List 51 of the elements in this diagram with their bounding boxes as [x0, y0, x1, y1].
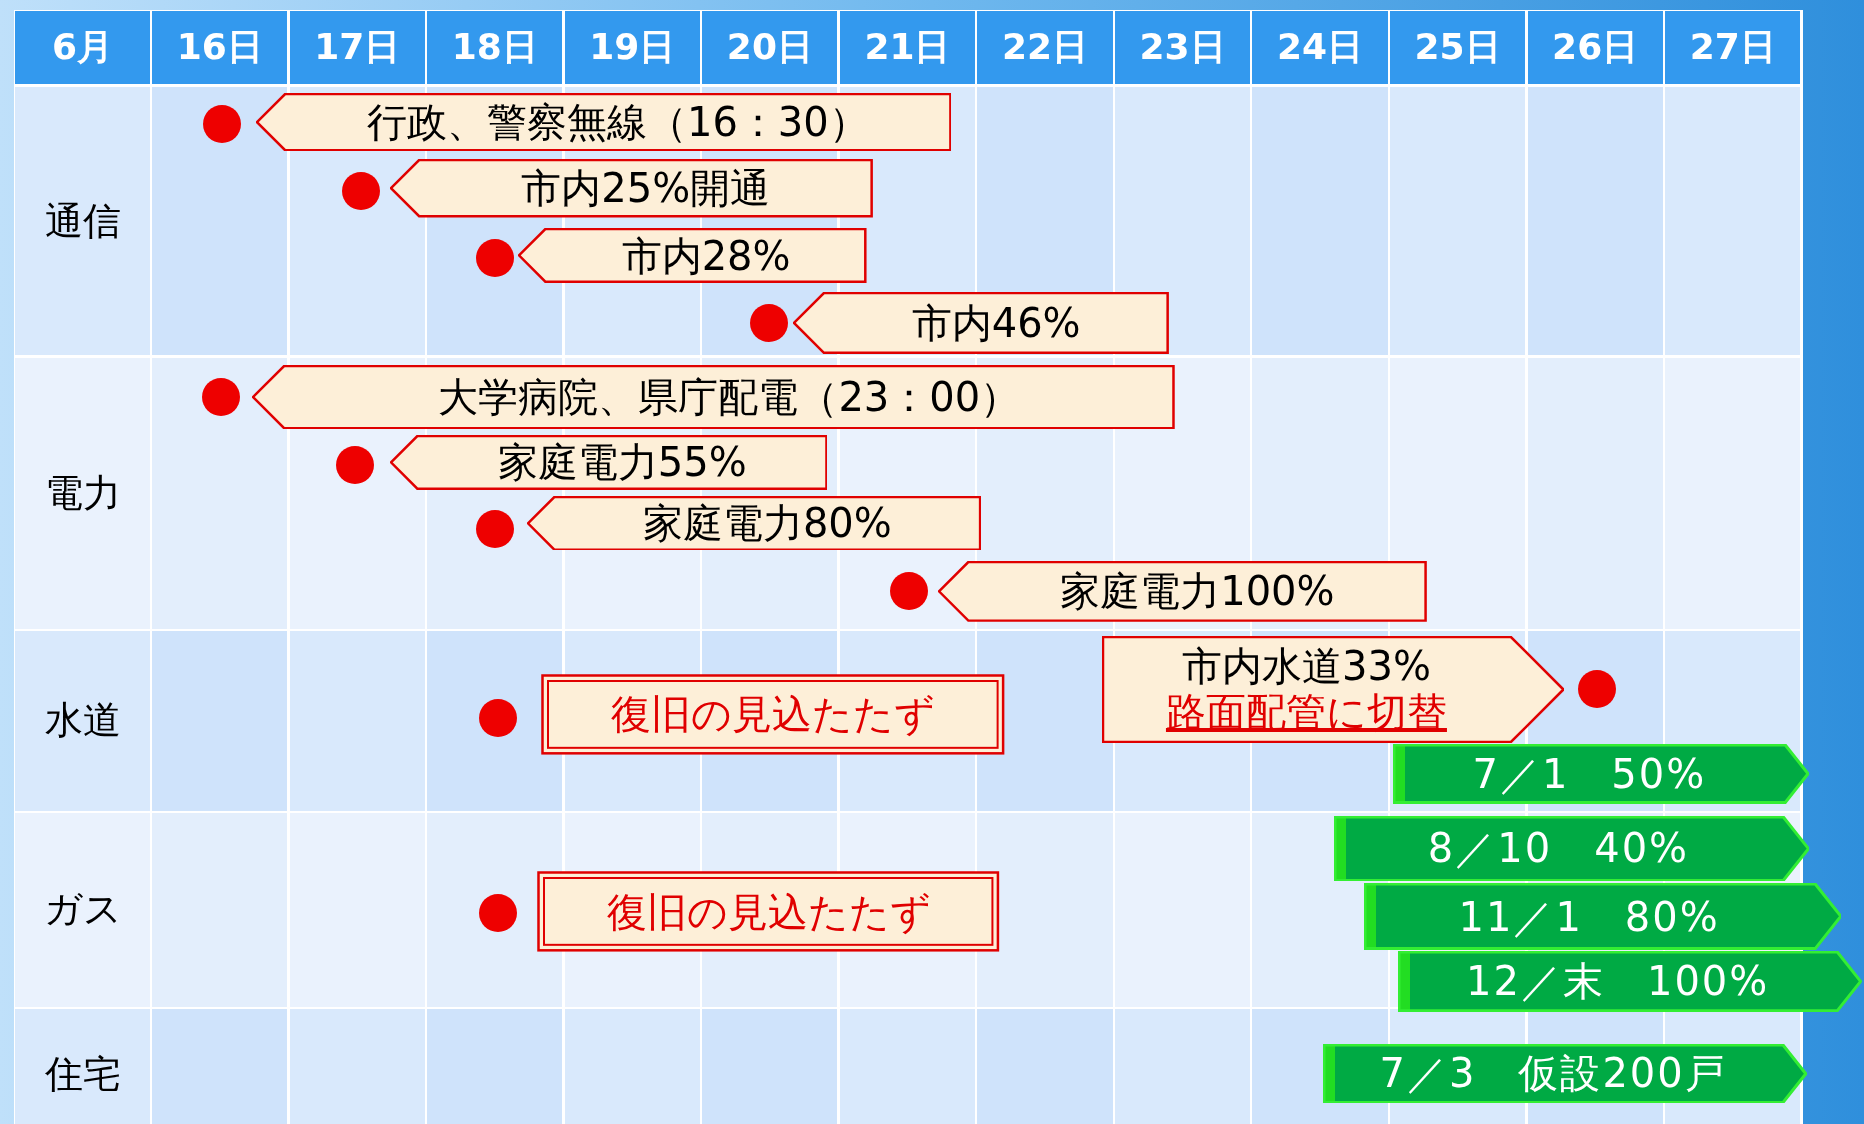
- callout-arrow-box: [389, 159, 873, 218]
- callout-arrow-box: [389, 435, 828, 490]
- callout-arrow-box: [252, 364, 1175, 430]
- callout-text: 市内46%: [911, 300, 1081, 347]
- note-box: [537, 871, 1000, 953]
- callout-text: 市内25%開通: [521, 165, 771, 212]
- header-cell: 17日: [289, 10, 425, 85]
- callout-text: 路面配管に切替: [1165, 689, 1447, 736]
- header-cell: 18日: [427, 10, 563, 85]
- header-cell: 23日: [1114, 10, 1251, 85]
- row-label: 電力: [15, 357, 150, 629]
- forecast-banner: [1323, 1043, 1807, 1104]
- callout-text: 大学病院、県庁配電（23：00）: [438, 374, 1021, 421]
- callout-text: 11／1 80%: [1458, 893, 1720, 940]
- note-box: [540, 674, 1005, 755]
- callout-text: 家庭電力100%: [1060, 568, 1335, 615]
- row-label: 水道: [15, 631, 150, 811]
- callout-text: 市内水道33%: [1182, 643, 1431, 690]
- forecast-banner: [1363, 883, 1842, 950]
- callout-text: 8／10 40%: [1427, 825, 1690, 872]
- header-cell: 20日: [702, 10, 838, 85]
- header-cell: 24日: [1252, 10, 1388, 85]
- callout-text: 復旧の見込たたず: [610, 691, 935, 738]
- forecast-banner: [1333, 815, 1810, 881]
- callout-text: 復旧の見込たたず: [606, 888, 931, 935]
- header-cell: 27日: [1665, 10, 1801, 85]
- callout-text: 12／末 100%: [1466, 958, 1770, 1005]
- header-cell: 26日: [1527, 10, 1663, 85]
- forecast-banner: [1398, 951, 1862, 1012]
- callout-arrow-box: [255, 92, 951, 151]
- row-label: 住宅: [15, 1009, 150, 1124]
- header-cell: 25日: [1390, 10, 1526, 85]
- header-cell: 16日: [152, 10, 288, 85]
- callout-arrow-box: [518, 228, 867, 283]
- header-cell: 21日: [839, 10, 975, 85]
- header-cell: 6月: [15, 10, 150, 85]
- callout-text: 行政、警察無線（16：30）: [366, 98, 869, 145]
- callout-arrow-box: [937, 561, 1427, 622]
- header-cell: 19日: [564, 10, 700, 85]
- callout-arrow-box: [792, 292, 1169, 355]
- callout-arrow-box: [1102, 636, 1565, 743]
- forecast-banner: [1393, 744, 1810, 804]
- callout-arrow-box: [526, 495, 981, 551]
- callout-text: 7／3 仮設200戸: [1379, 1050, 1727, 1097]
- callout-text: 市内28%: [621, 232, 791, 279]
- callout-text: 7／1 50%: [1472, 750, 1707, 797]
- header-cell: 22日: [977, 10, 1113, 85]
- callout-text: 家庭電力55%: [497, 439, 747, 486]
- row-label: 通信: [15, 86, 150, 356]
- callout-text: 家庭電力80%: [642, 500, 892, 547]
- row-label: ガス: [15, 813, 150, 1007]
